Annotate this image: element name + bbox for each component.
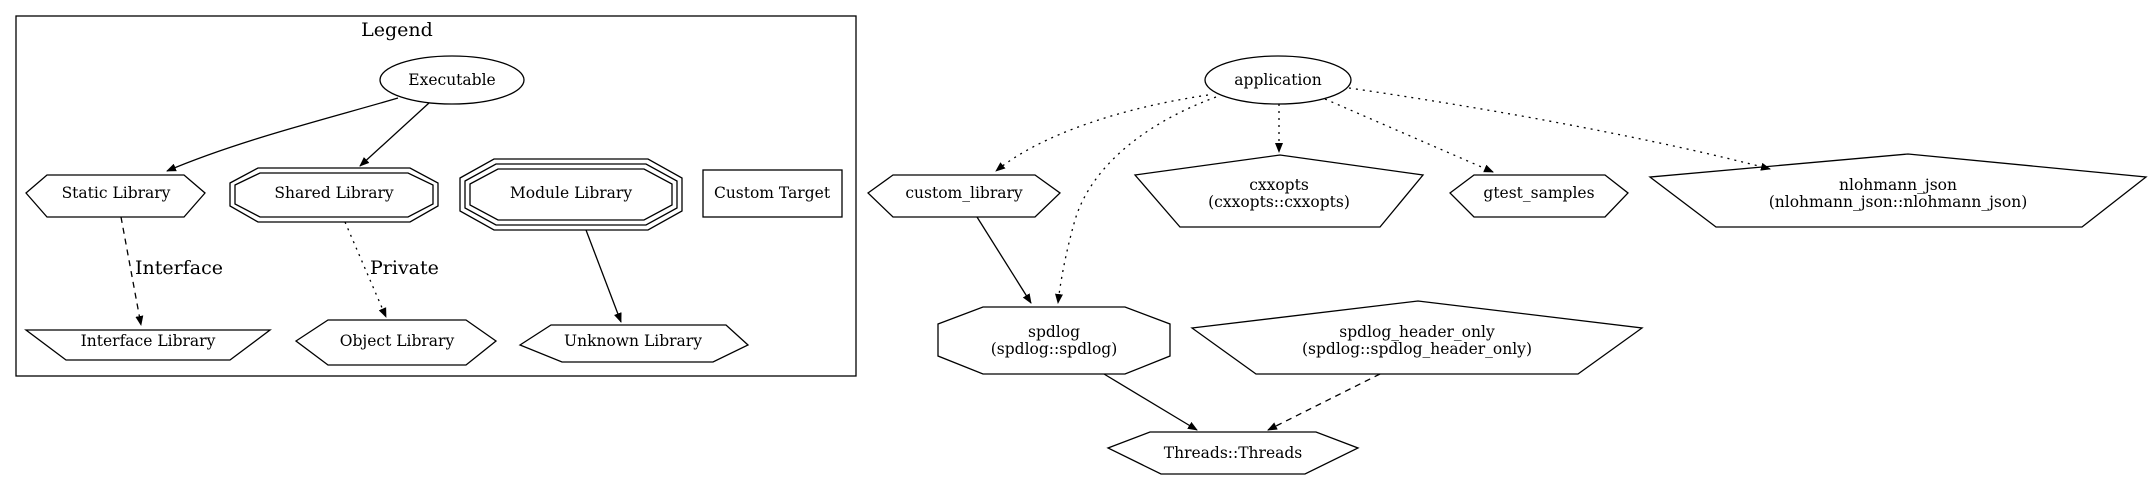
legend-object-library-node: Object Library [294, 319, 498, 366]
node-nlohmann-json-label: nlohmann_json [1839, 176, 1957, 194]
node-spdlog-label: spdlog [1028, 323, 1080, 341]
legend-executable-node: Executable [379, 55, 525, 105]
legend-custom-target-node: Custom Target [702, 169, 843, 218]
legend-executable-label: Executable [408, 71, 495, 89]
node-threads-label: Threads::Threads [1164, 444, 1303, 462]
node-spdlog-header-only-label: spdlog_header_only [1339, 323, 1495, 341]
node-gtest-samples-label: gtest_samples [1483, 184, 1594, 202]
node-cxxopts-target-label: (cxxopts::cxxopts) [1208, 193, 1350, 211]
legend-unknown-library-label: Unknown Library [564, 332, 702, 350]
node-threads: Threads::Threads [1106, 431, 1360, 475]
node-spdlog-target-label: (spdlog::spdlog) [991, 340, 1118, 358]
edge-application-spdlog [1055, 96, 1217, 304]
legend-static-library-node: Static Library [25, 174, 206, 218]
legend-edge-label-private: Private [370, 257, 439, 279]
node-spdlog-header-only: spdlog_header_only (spdlog::spdlog_heade… [1190, 300, 1644, 375]
legend-object-library-label: Object Library [340, 332, 455, 350]
legend-edge-executable-static [166, 97, 399, 172]
node-nlohmann-json-target-label: (nlohmann_json::nlohmann_json) [1769, 193, 2028, 211]
node-custom-library-label: custom_library [905, 184, 1023, 202]
legend-custom-target-label: Custom Target [714, 184, 831, 202]
node-spdlog-header-only-target-label: (spdlog::spdlog_header_only) [1302, 340, 1532, 358]
legend-edge-label-interface: Interface [135, 257, 223, 279]
legend-interface-library-node: Interface Library [24, 329, 272, 361]
legend-edge-module-unknown [585, 229, 622, 323]
edge-custom-library-spdlog [976, 216, 1032, 304]
node-spdlog: spdlog (spdlog::spdlog) [937, 306, 1171, 375]
node-custom-library: custom_library [866, 174, 1062, 218]
node-cxxopts-label: cxxopts [1249, 176, 1309, 194]
legend-shared-library-node: Shared Library [229, 167, 439, 223]
node-application-label: application [1234, 71, 1321, 89]
legend-interface-library-label: Interface Library [81, 332, 216, 350]
legend-unknown-library-node: Unknown Library [518, 324, 750, 363]
legend-title: Legend [361, 19, 433, 41]
edge-spdlog-threads [1103, 373, 1198, 431]
edge-application-gtest-samples [1324, 98, 1494, 173]
node-gtest-samples: gtest_samples [1449, 174, 1629, 218]
legend-module-library-node: Module Library [459, 158, 683, 231]
node-application: application [1204, 55, 1352, 105]
edge-application-custom-library [995, 94, 1209, 172]
edge-spdlog-header-only-threads [1267, 373, 1381, 431]
node-nlohmann-json: nlohmann_json (nlohmann_json::nlohmann_j… [1648, 153, 2148, 228]
node-cxxopts: cxxopts (cxxopts::cxxopts) [1133, 154, 1425, 228]
dependency-graph: application custom_library cxxopts (cxxo… [866, 55, 2148, 475]
legend-cluster: Legend Executable Static Library Shared … [15, 15, 857, 377]
legend-shared-library-label: Shared Library [274, 184, 394, 202]
edge-application-nlohmann-json [1348, 87, 1771, 171]
legend-edge-static-interface [120, 216, 144, 326]
legend-static-library-label: Static Library [62, 184, 171, 202]
legend-module-library-label: Module Library [510, 184, 632, 202]
legend-frame [15, 15, 857, 377]
legend-edge-executable-shared [359, 102, 430, 167]
